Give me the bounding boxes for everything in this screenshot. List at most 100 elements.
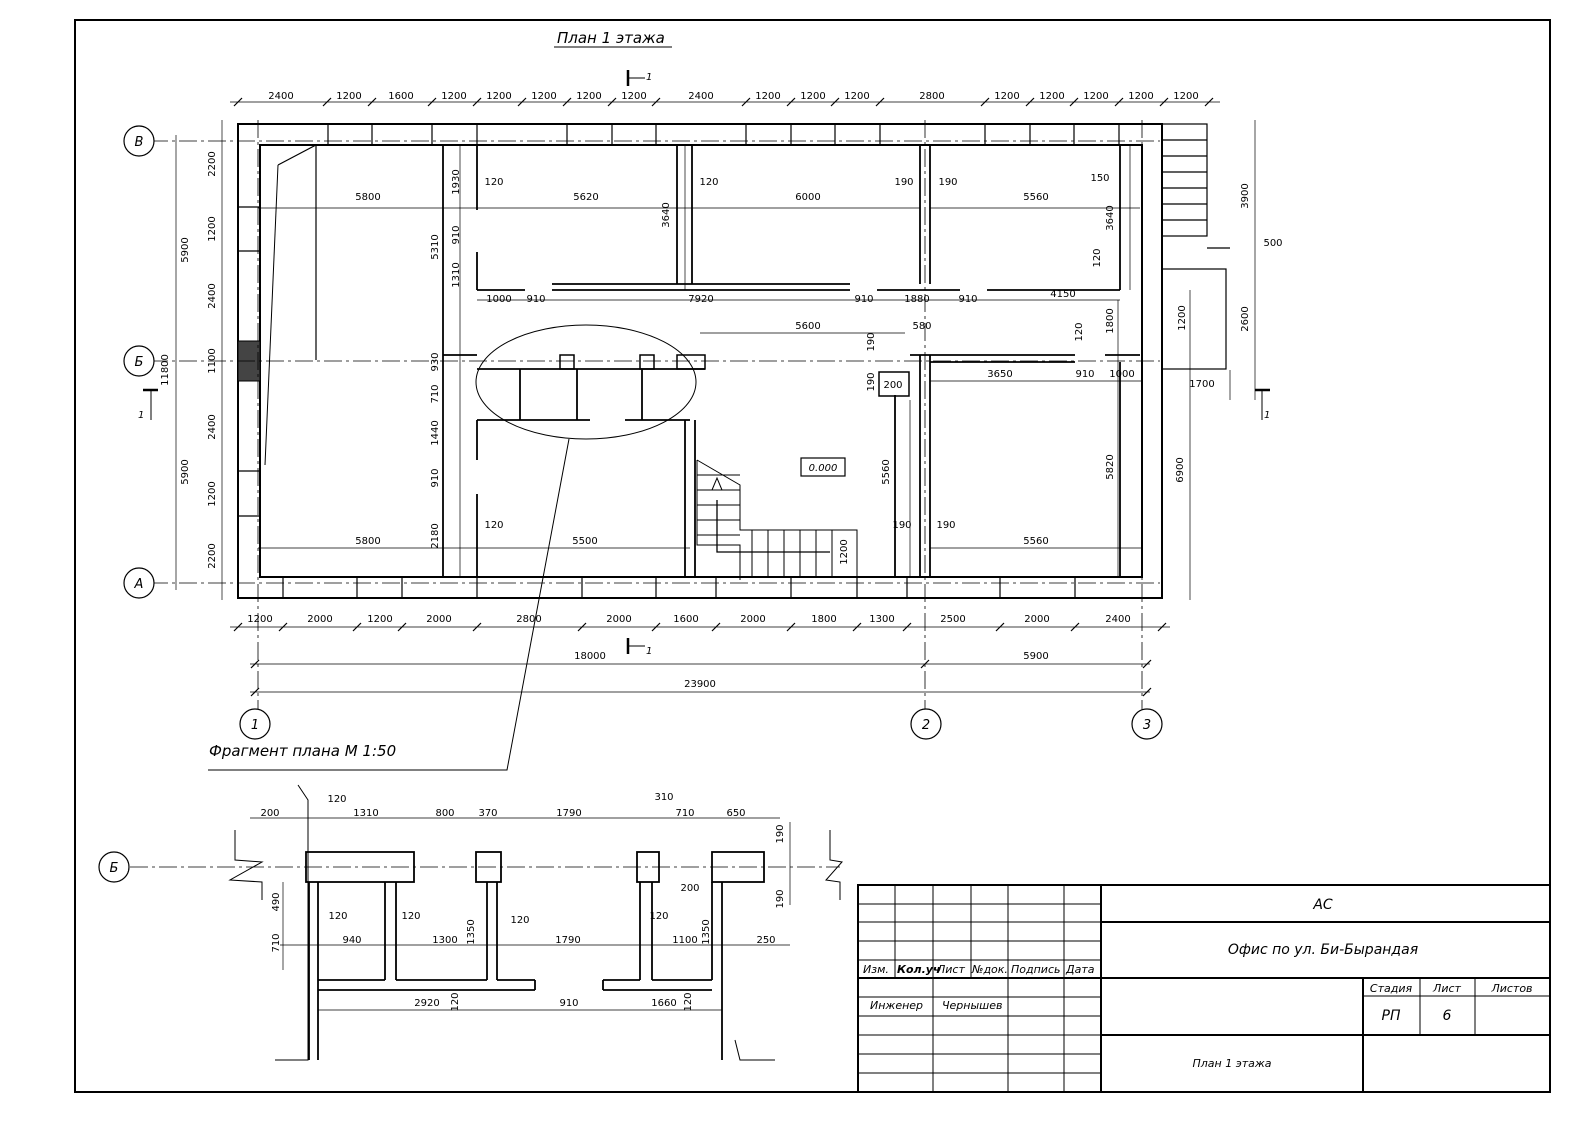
dim-label: 910 <box>430 468 441 487</box>
sheet-value: 6 <box>1443 1008 1452 1024</box>
axis-label-col: 2 <box>922 718 930 733</box>
dim-label: 5900 <box>180 237 191 262</box>
fragment-leader <box>208 438 570 771</box>
dim-label: 1000 <box>1109 369 1134 380</box>
dim-label: 200 <box>680 883 699 894</box>
axis-bubbles: В Б А 1 2 3 <box>123 125 1163 740</box>
project-name: Офис по ул. Би-Бырандая <box>1228 942 1418 958</box>
windows-left <box>238 206 260 517</box>
fragment-callout <box>475 324 697 440</box>
axis-label-col: 1 <box>251 718 259 733</box>
dim-label: 2000 <box>307 614 332 625</box>
dim-label: 1200 <box>844 91 869 102</box>
dim-label: 910 <box>1075 369 1094 380</box>
dim-label: 2800 <box>516 614 541 625</box>
dim-label: 120 <box>1074 322 1085 341</box>
dim-label: 1200 <box>755 91 780 102</box>
dim-label: 2000 <box>606 614 631 625</box>
dim-label: 1100 <box>207 348 218 373</box>
dim-label: 940 <box>342 935 361 946</box>
dim-label: 1660 <box>651 998 676 1009</box>
axis-label-col: 3 <box>1143 718 1151 733</box>
dim-label: 2000 <box>1024 614 1049 625</box>
dims-left: 5900 5900 11800 2200 1200 2400 1100 2400… <box>160 151 218 568</box>
dim-label: 1300 <box>432 935 457 946</box>
dim-label: 1200 <box>1177 305 1188 330</box>
dim-label: 710 <box>271 933 282 952</box>
dim-label: 120 <box>699 177 718 188</box>
header-list: Лист <box>936 963 965 976</box>
windows-top <box>327 124 1120 145</box>
dim-label: 5620 <box>573 192 598 203</box>
sheet-frame <box>74 19 1551 1093</box>
dim-label: 1200 <box>1173 91 1198 102</box>
dim-label: 2500 <box>940 614 965 625</box>
dim-label: 190 <box>866 332 877 351</box>
dim-label: 580 <box>912 321 931 332</box>
dim-label: 5820 <box>1105 454 1116 479</box>
stage-value: РП <box>1382 1008 1401 1024</box>
dim-label: 910 <box>958 294 977 305</box>
dim-label: 120 <box>327 794 346 805</box>
dim-label: 120 <box>328 911 347 922</box>
dim-label: 1200 <box>531 91 556 102</box>
fragment-title: Фрагмент плана М 1:50 <box>209 742 396 760</box>
dim-label: 6900 <box>1175 457 1186 482</box>
stage-label: Стадия <box>1370 982 1413 995</box>
dim-label: 2180 <box>430 523 441 548</box>
dim-label: 120 <box>1092 248 1103 267</box>
sheet-title: План 1 этажа <box>1192 1057 1271 1070</box>
dim-label: 2400 <box>207 283 218 308</box>
dim-label: 200 <box>260 808 279 819</box>
title-block <box>857 884 1551 1093</box>
level-mark: 0.000 <box>809 463 838 474</box>
engineer-name: Чернышев <box>942 999 1002 1012</box>
dim-label: 2400 <box>1105 614 1130 625</box>
dim-label: 120 <box>401 911 420 922</box>
dim-label: 5310 <box>430 234 441 259</box>
dim-label: 5560 <box>1023 192 1048 203</box>
dim-label: 1200 <box>207 216 218 241</box>
dim-label: 2200 <box>207 151 218 176</box>
dim-label: 710 <box>430 384 441 403</box>
dim-label: 6000 <box>795 192 820 203</box>
dim-label: 1930 <box>451 169 462 194</box>
dimension-lines <box>175 101 1256 693</box>
dim-label: 1200 <box>441 91 466 102</box>
axis-label-row: А <box>134 577 144 592</box>
dim-label: 3640 <box>661 202 672 227</box>
doc-code: АС <box>1312 897 1333 913</box>
dim-label: 800 <box>435 808 454 819</box>
dim-label: 5500 <box>572 536 597 547</box>
dim-label: 5800 <box>355 192 380 203</box>
dim-label: 120 <box>484 520 503 531</box>
dim-label: 310 <box>654 792 673 803</box>
staircase <box>696 459 858 580</box>
section-marks <box>143 70 1270 654</box>
windows-bottom <box>282 577 1076 598</box>
dim-label: 1200 <box>336 91 361 102</box>
dim-label: 190 <box>775 889 786 908</box>
dim-label: 910 <box>559 998 578 1009</box>
dim-label: 1200 <box>839 539 850 564</box>
dim-label: 1600 <box>673 614 698 625</box>
dim-label: 4150 <box>1050 289 1075 300</box>
dim-label: 120 <box>649 911 668 922</box>
dim-label: 2800 <box>919 91 944 102</box>
dim-label: 5900 <box>1023 651 1048 662</box>
dim-label: 1200 <box>800 91 825 102</box>
axis-label-row: В <box>135 135 144 150</box>
dim-label: 1880 <box>904 294 929 305</box>
annex <box>1161 123 1230 370</box>
fragment-axis-label: Б <box>110 861 119 876</box>
dim-label: 1200 <box>1128 91 1153 102</box>
dim-label: 5600 <box>795 321 820 332</box>
dim-label: 11800 <box>160 354 171 386</box>
dim-label: 120 <box>510 915 529 926</box>
dim-label: 1310 <box>353 808 378 819</box>
dim-label: 1200 <box>994 91 1019 102</box>
dim-label: 2920 <box>414 998 439 1009</box>
dim-label: 1350 <box>701 919 712 944</box>
dim-label: 190 <box>775 824 786 843</box>
